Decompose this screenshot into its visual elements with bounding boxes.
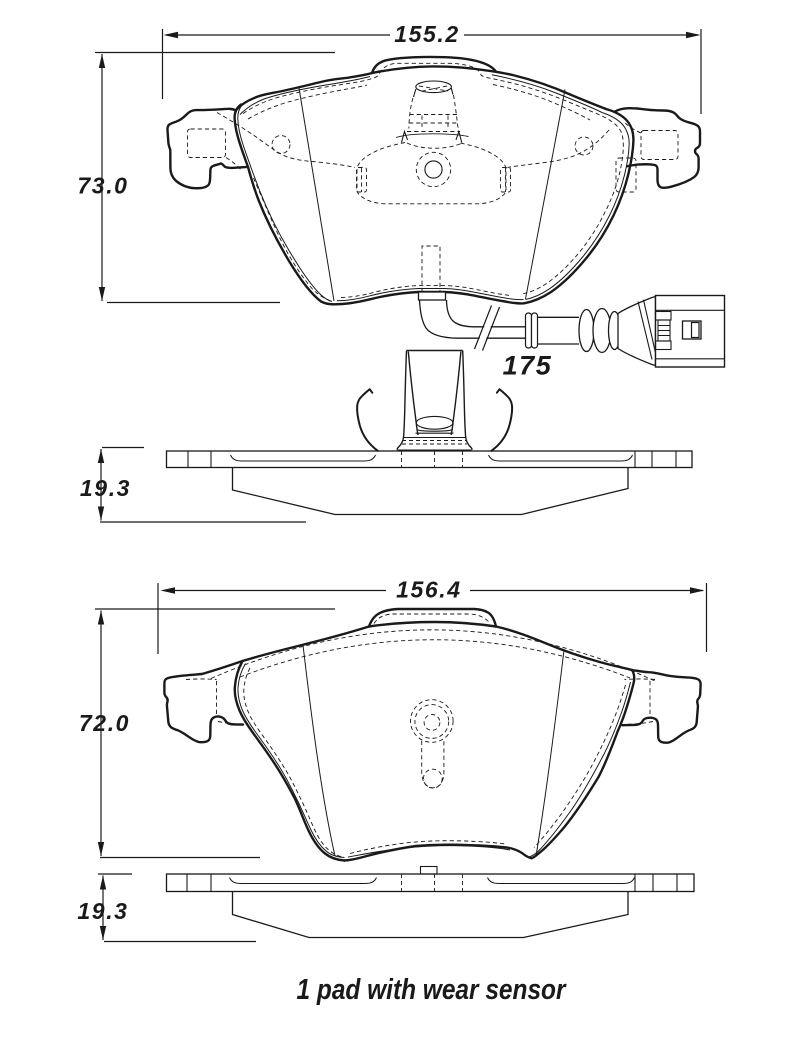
svg-text:175: 175 [503, 351, 553, 381]
svg-text:19.3: 19.3 [80, 475, 131, 501]
svg-text:155.2: 155.2 [394, 21, 460, 47]
svg-text:73.0: 73.0 [77, 173, 128, 199]
svg-text:72.0: 72.0 [79, 710, 130, 736]
svg-text:19.3: 19.3 [77, 898, 128, 924]
svg-text:156.4: 156.4 [396, 577, 462, 603]
svg-text:1 pad with wear sensor: 1 pad with wear sensor [297, 974, 568, 1006]
